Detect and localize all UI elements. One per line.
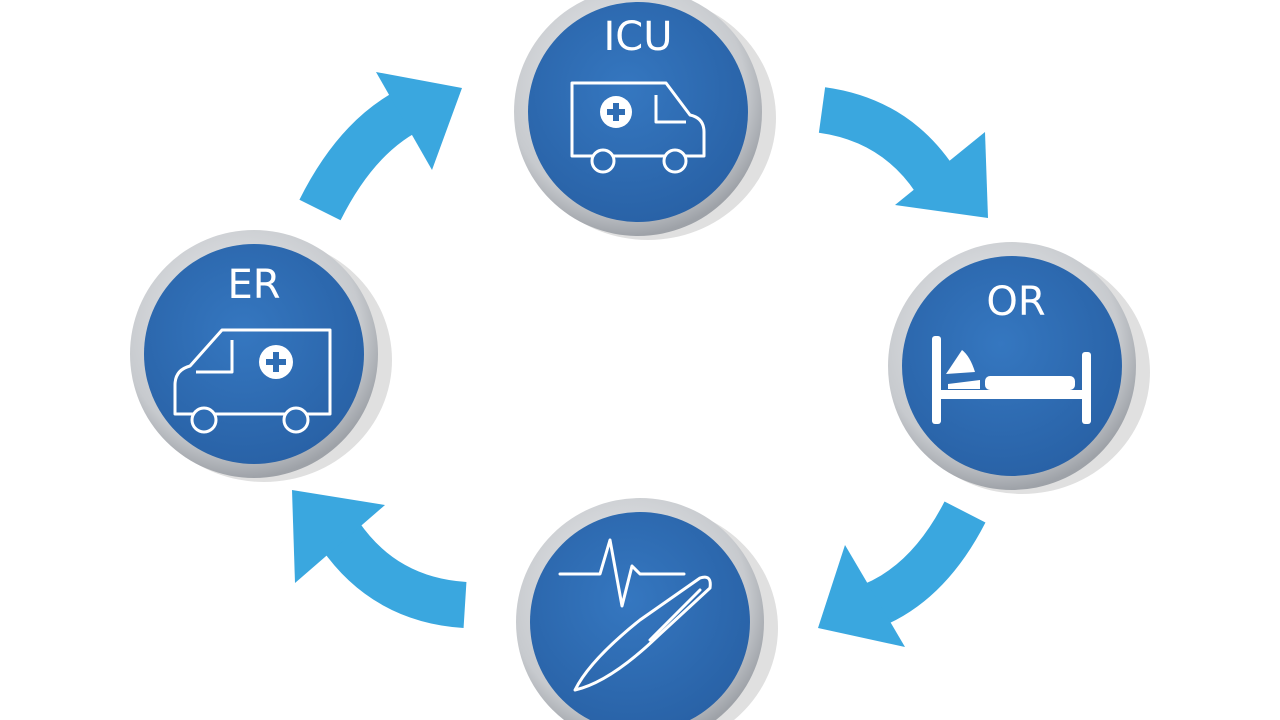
ambulance-icon [570, 81, 706, 174]
node-icu: ICU [514, 0, 776, 240]
heartbeat-scalpel-icon [558, 538, 712, 692]
arrow-or-to-surgery [818, 501, 986, 647]
arrow-icu-to-or [818, 87, 988, 218]
node-er-label: ER [227, 262, 280, 308]
node-surgery [516, 498, 778, 720]
hospital-bed-icon [932, 336, 1091, 424]
node-or-label: OR [986, 279, 1045, 325]
arrow-er-to-icu [299, 72, 462, 221]
node-icu-label: ICU [603, 14, 672, 60]
node-or: OR [888, 242, 1150, 494]
arrow-surgery-to-er [292, 490, 467, 628]
node-er: ER [130, 230, 392, 482]
ambulance-icon [173, 328, 332, 434]
